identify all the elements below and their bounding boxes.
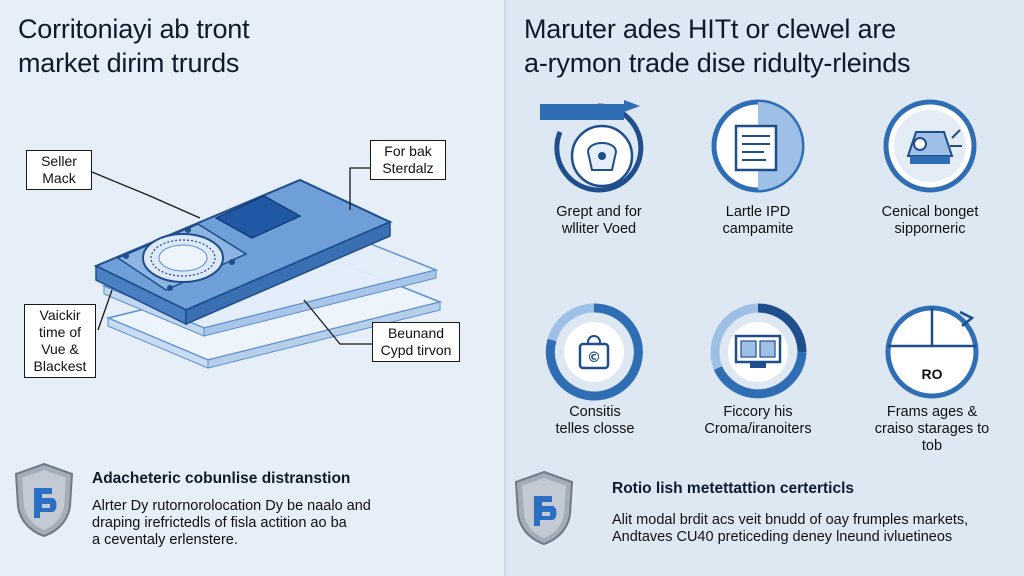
globe-icon (885, 305, 979, 399)
icon-caption-2-line-1: Lartle IPD (725, 204, 791, 220)
icon-caption-4-line-2: telles closse (555, 421, 635, 437)
left-title-line-1: Corritoniayi ab tront (18, 14, 250, 44)
callout-vaickir-line-1: Vaickir (39, 307, 81, 323)
icon-caption-1-line-2: wlliter Voed (561, 221, 637, 237)
icon-caption-6-line-1: Frams ages & (886, 404, 978, 420)
machine-icon (883, 99, 977, 193)
icon-caption-5-line-2: Croma/iranoiters (704, 421, 812, 437)
shield-icon (14, 462, 74, 538)
callout-leaders (91, 167, 378, 345)
callout-vaickir-line-4: Blackest (33, 358, 87, 374)
callout-seller: Seller Mack (26, 150, 92, 190)
right-title-line-2: a-rymon trade dise ridulty-rleinds (524, 48, 911, 78)
icon-caption-6-line-3: tob (921, 438, 943, 454)
shield-icon-right (514, 470, 574, 546)
left-section-heading: Adacheteric cobunlise distranstion (92, 470, 351, 487)
right-section-line-2: Andtaves CU40 preticeding deney lneund i… (612, 529, 953, 545)
right-section-body: Alit modal brdit acs veit bnudd of oay f… (612, 512, 968, 546)
left-title: Corritoniayi ab tront market dirim trurd… (18, 12, 250, 80)
icon-caption-3-line-1: Cenical bonget (881, 204, 979, 220)
icon-caption-6: Frams ages & craiso starages to tob (857, 404, 1007, 455)
right-section-heading: Rotio lish metettattion certerticls (612, 480, 855, 497)
callout-beunand-line-1: Beunand (387, 325, 445, 341)
icon-caption-6-line-2: craiso starages to (874, 421, 990, 437)
device-main-body (93, 178, 393, 326)
right-title: Maruter ades HITt or clewel are a-rymon … (524, 12, 911, 80)
icon-caption-2-line-2: campamite (722, 221, 794, 237)
icon-caption-2: Lartle IPD campamite (683, 204, 833, 238)
callout-vaickir-line-3: Vue & (41, 341, 79, 357)
callout-seller-line-1: Seller (41, 153, 77, 169)
icon-caption-3: Cenical bonget sipporneric (855, 204, 1005, 238)
svg-text:©: © (587, 350, 601, 366)
left-section-body: Alrter Dy rutornorolocation Dy be naalo … (92, 498, 371, 549)
icon-caption-5: Ficcory his Croma/iranoiters (683, 404, 833, 438)
icon-caption-3-line-2: sipporneric (894, 221, 966, 237)
callout-forbak-line-2: Sterdalz (382, 160, 434, 176)
right-title-line-1: Maruter ades HITt or clewel are (524, 14, 896, 44)
callout-seller-line-2: Mack (42, 170, 76, 186)
callout-vaickir-line-2: time of (38, 324, 81, 340)
callout-forbak: For bak Sterdalz (370, 140, 446, 180)
document-icon (711, 99, 805, 193)
right-panel (506, 0, 1024, 576)
callout-beunand-line-2: Cypd tirvon (380, 342, 452, 358)
printer-icon (540, 100, 644, 193)
icon-caption-4-line-1: Consitis (569, 404, 621, 420)
globe-badge: RO (921, 366, 943, 382)
lock-icon: © (545, 303, 643, 401)
right-section-line-1: Alit modal brdit acs veit bnudd of oay f… (612, 512, 969, 528)
monitor-icon (710, 303, 807, 399)
icon-caption-1: Grept and for wlliter Voed (524, 204, 674, 238)
icon-caption-1-line-1: Grept and for (556, 204, 642, 220)
callout-beunand: Beunand Cypd tirvon (372, 322, 460, 362)
left-section-line-1: Alrter Dy rutornorolocation Dy be naalo … (92, 498, 371, 514)
left-section-line-2: draping irefrictedls of fisla actition a… (92, 515, 347, 531)
icon-caption-5-line-1: Ficcory his (723, 404, 793, 420)
callout-vaickir: Vaickir time of Vue & Blackest (24, 304, 96, 378)
left-title-line-2: market dirim trurds (18, 48, 240, 78)
callout-forbak-line-1: For bak (384, 143, 432, 159)
device-illustration (91, 167, 443, 369)
panel-divider (504, 0, 506, 576)
left-section-line-3: a ceventaly erlenstere. (92, 532, 238, 548)
icon-caption-4: Consitis telles closse (520, 404, 670, 438)
